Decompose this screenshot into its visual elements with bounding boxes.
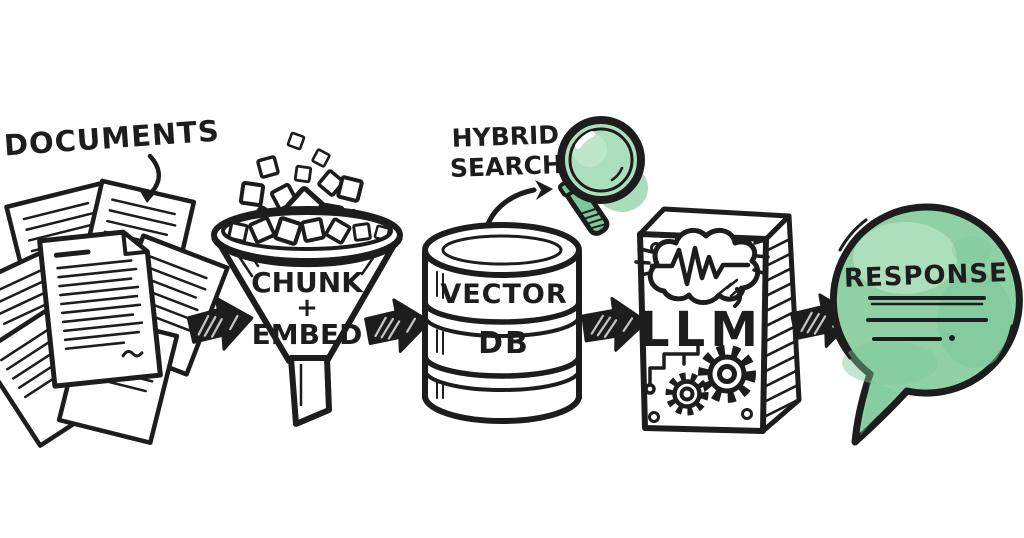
svg-text:VECTOR: VECTOR xyxy=(440,279,567,310)
documents-label: DOCUMENTS xyxy=(3,114,221,163)
svg-text:+: + xyxy=(296,293,318,323)
speech-bubble-icon: RESPONSE xyxy=(829,203,1023,446)
right-arrow-icon xyxy=(362,294,434,357)
chunk-embed-label: CHUNK + EMBED xyxy=(251,266,364,351)
document-stack-icon xyxy=(0,178,230,448)
response-text-lines xyxy=(866,296,988,341)
hybrid-search-label: HYBRID SEARCH xyxy=(449,120,563,183)
svg-text:SEARCH: SEARCH xyxy=(449,150,563,183)
gear-icon xyxy=(665,372,709,416)
database-cylinder-icon: VECTOR DB xyxy=(422,222,582,424)
circuit-icon xyxy=(644,343,700,395)
magnifier-icon xyxy=(557,116,648,236)
funnel-icon: CHUNK + EMBED xyxy=(211,131,403,427)
svg-text:HYBRID: HYBRID xyxy=(451,120,559,153)
response-label: RESPONSE xyxy=(843,258,1008,294)
vector-db-label: VECTOR DB xyxy=(440,279,567,361)
document-page-front xyxy=(37,229,163,389)
radiating-dashes xyxy=(634,238,770,277)
svg-text:EMBED: EMBED xyxy=(252,318,363,351)
llm-label: LLM xyxy=(639,302,763,358)
side-hatching xyxy=(763,232,799,431)
brain-icon xyxy=(634,227,770,308)
signature-squiggle xyxy=(121,350,144,358)
svg-text:DB: DB xyxy=(478,326,530,361)
documents-pointer-arrow-icon xyxy=(138,153,161,203)
right-arrow-icon xyxy=(580,295,650,354)
chip-box-icon: LLM xyxy=(634,206,802,434)
svg-text:CHUNK: CHUNK xyxy=(251,266,364,299)
gear-icon xyxy=(698,345,756,403)
